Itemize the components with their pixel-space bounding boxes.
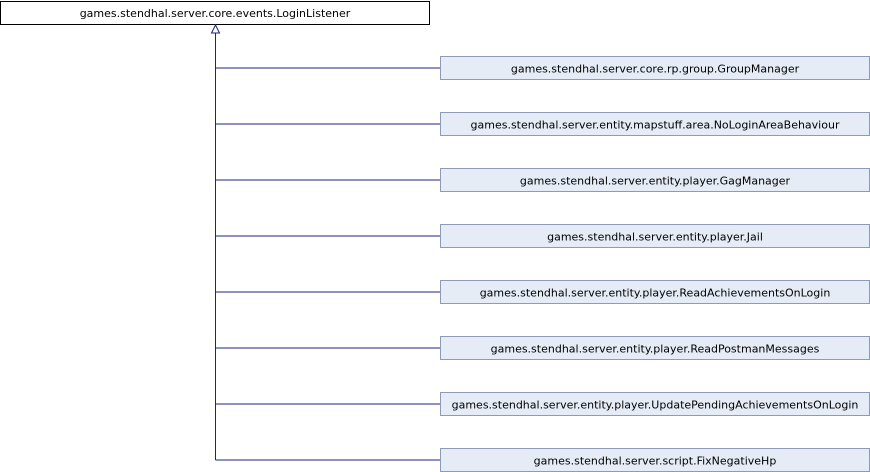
derived-class-label: games.stendhal.server.entity.player.Read… bbox=[480, 287, 831, 300]
derived-class-label: games.stendhal.server.entity.player.GagM… bbox=[520, 175, 791, 188]
base-class-node[interactable]: games.stendhal.server.core.events.LoginL… bbox=[0, 1, 430, 25]
derived-class-node[interactable]: games.stendhal.server.entity.player.GagM… bbox=[440, 168, 870, 192]
derived-class-label: games.stendhal.server.entity.player.Jail bbox=[547, 231, 763, 244]
inheritance-arrow-icon bbox=[210, 23, 221, 34]
derived-class-node[interactable]: games.stendhal.server.entity.player.Jail bbox=[440, 224, 870, 248]
derived-class-label: games.stendhal.server.entity.mapstuff.ar… bbox=[471, 119, 840, 132]
base-class-label: games.stendhal.server.core.events.LoginL… bbox=[80, 7, 351, 20]
derived-class-node[interactable]: games.stendhal.server.entity.player.Read… bbox=[440, 280, 870, 304]
derived-class-node[interactable]: games.stendhal.server.entity.mapstuff.ar… bbox=[440, 112, 870, 136]
derived-class-label: games.stendhal.server.entity.player.Read… bbox=[491, 343, 820, 356]
derived-class-node[interactable]: games.stendhal.server.entity.player.Read… bbox=[440, 336, 870, 360]
base-class-box bbox=[0, 1, 430, 25]
derived-class-label: games.stendhal.server.core.rp.group.Grou… bbox=[511, 63, 800, 76]
derived-class-label: games.stendhal.server.script.FixNegative… bbox=[534, 455, 777, 468]
derived-class-node[interactable]: games.stendhal.server.script.FixNegative… bbox=[440, 448, 870, 472]
derived-class-node[interactable]: games.stendhal.server.core.rp.group.Grou… bbox=[440, 56, 870, 80]
derived-class-node[interactable]: games.stendhal.server.entity.player.Upda… bbox=[440, 392, 870, 416]
derived-classes-group: games.stendhal.server.core.rp.group.Grou… bbox=[215, 56, 870, 472]
derived-class-label: games.stendhal.server.entity.player.Upda… bbox=[452, 399, 859, 412]
